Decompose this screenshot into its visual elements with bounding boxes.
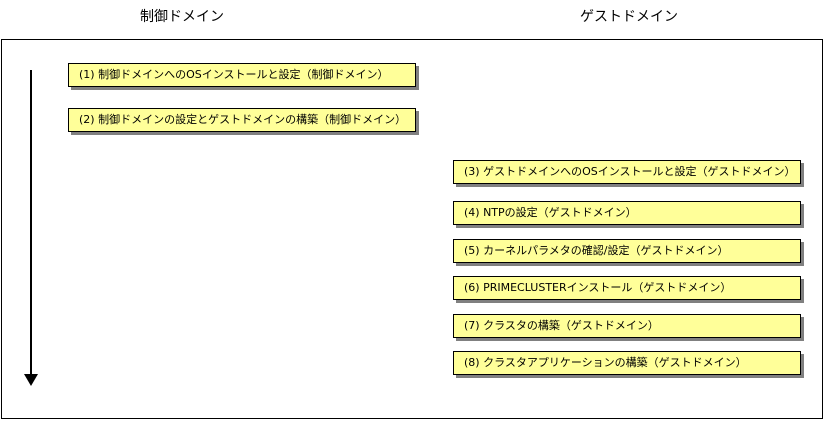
step-5-box: (5) カーネルパラメタの確認/設定（ゲストドメイン）	[453, 239, 801, 263]
step-2-box: (2) 制御ドメインの設定とゲストドメインの構築（制御ドメイン）	[68, 108, 416, 132]
step-1-box: (1) 制御ドメインへのOSインストールと設定（制御ドメイン）	[68, 63, 416, 87]
step-4-box: (4) NTPの設定（ゲストドメイン）	[453, 201, 801, 225]
flow-arrow-head-icon	[24, 374, 38, 386]
step-3-box: (3) ゲストドメインへのOSインストールと設定（ゲストドメイン）	[453, 160, 801, 184]
control-domain-column-title: 制御ドメイン	[140, 9, 224, 25]
guest-domain-column-title: ゲストドメイン	[580, 9, 678, 25]
flow-arrow-line	[30, 70, 32, 375]
diagram-frame	[1, 39, 823, 419]
step-8-box: (8) クラスタアプリケーションの構築（ゲストドメイン）	[453, 351, 801, 375]
step-7-box: (7) クラスタの構築（ゲストドメイン）	[453, 314, 801, 338]
step-6-box: (6) PRIMECLUSTERインストール（ゲストドメイン）	[453, 276, 801, 300]
